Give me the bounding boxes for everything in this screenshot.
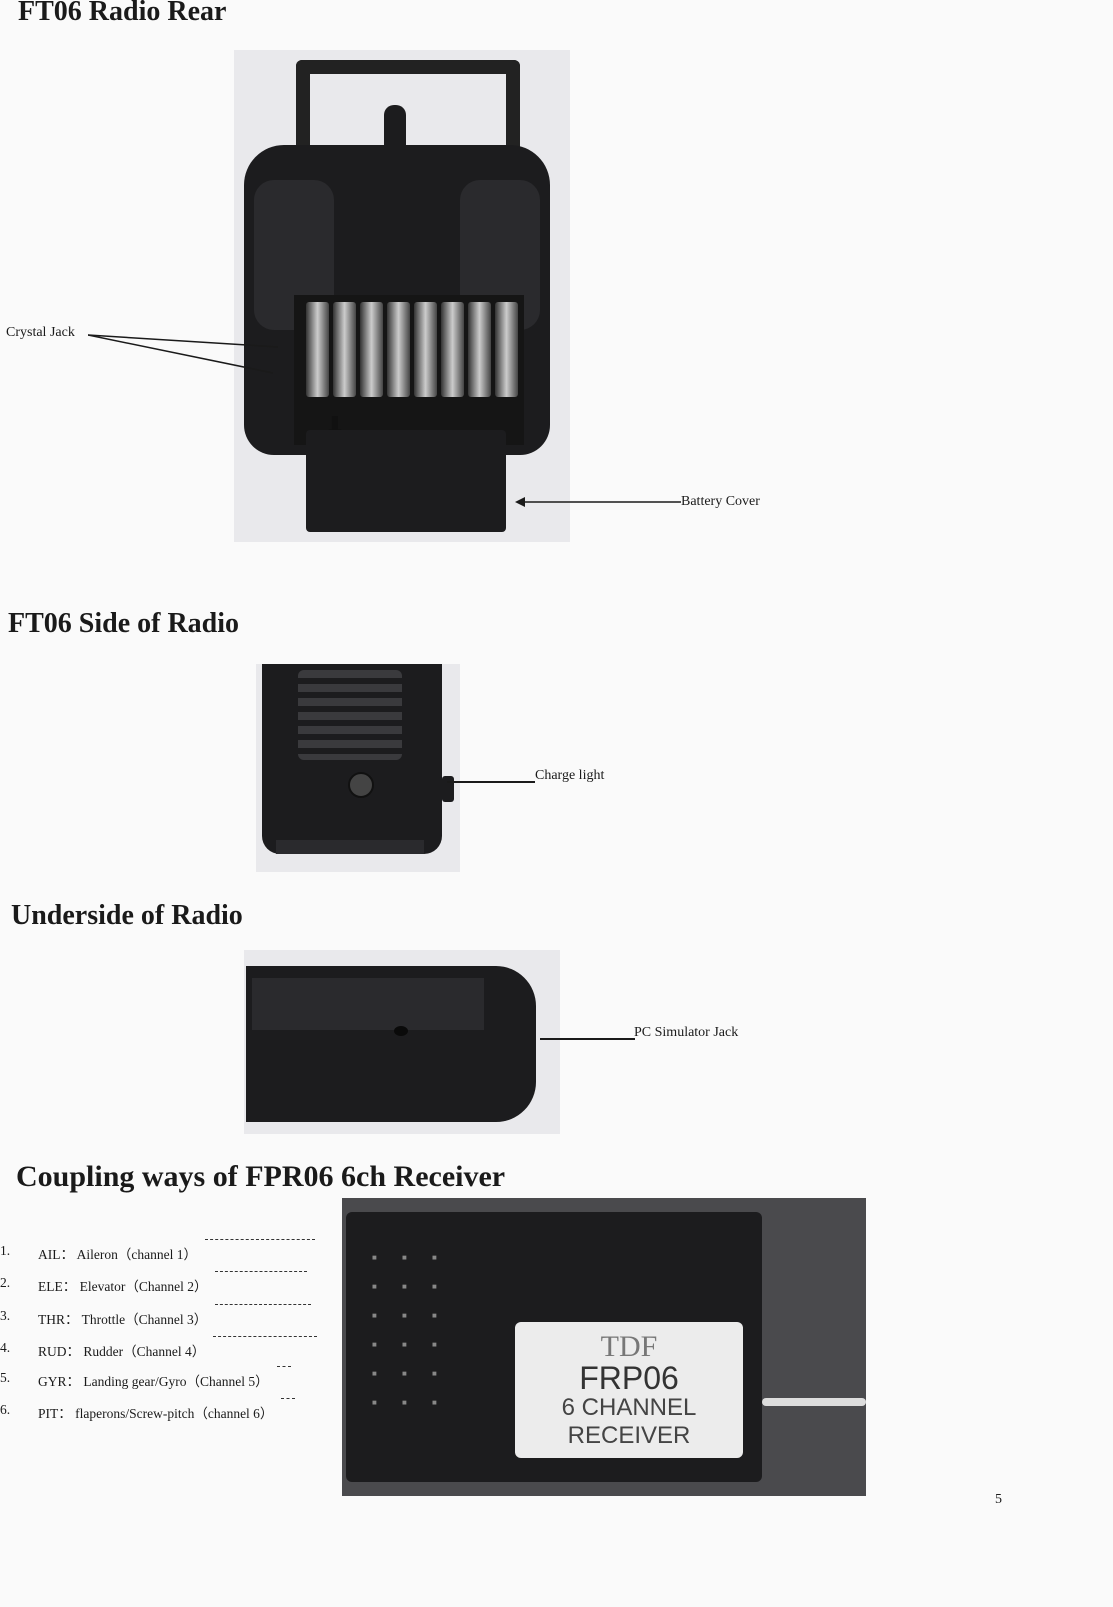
underside-title: Underside of Radio	[11, 900, 243, 931]
side-title: FT06 Side of Radio	[8, 608, 240, 639]
receiver-line2: RECEIVER	[567, 1422, 691, 1449]
channel-item-4: 4. RUD： Rudder（Channel 4）	[0, 1336, 318, 1360]
coupling-title: Coupling ways of FPR06 6ch Receiver	[16, 1160, 506, 1193]
charge-light-dot	[348, 772, 374, 798]
receiver-model: FRP06	[579, 1360, 679, 1396]
channel-item-3: 3. THR： Throttle（Channel 3）	[0, 1304, 312, 1328]
receiver-brand: TDF	[600, 1330, 658, 1363]
crystal-jack-label: Crystal Jack	[6, 325, 75, 340]
pc-simulator-jack-dot	[394, 1026, 408, 1036]
channel-item-6: 6. PIT： flaperons/Screw-pitch（channel 6）	[0, 1398, 296, 1422]
receiver-line1: 6 CHANNEL	[561, 1394, 697, 1421]
pc-simulator-leader-line	[540, 1038, 635, 1040]
radio-rear-photo: ⬇	[234, 50, 570, 542]
page-number: 5	[995, 1492, 1002, 1507]
charge-light-leader-line	[447, 781, 535, 783]
battery-cover-label: Battery Cover	[681, 494, 760, 509]
rear-title: FT06 Radio Rear	[18, 0, 227, 27]
radio-side-photo	[256, 664, 460, 872]
pc-simulator-jack-label: PC Simulator Jack	[634, 1025, 739, 1040]
receiver-photo: ■■■ ■■■ ■■■ ■■■ ■■■ ■■■ TDF FRP06 6 CHAN…	[342, 1198, 866, 1496]
channel-item-5: 5. GYR： Landing gear/Gyro（Channel 5）	[0, 1366, 291, 1390]
radio-underside-photo	[244, 950, 560, 1134]
battery-cover-leader-line	[515, 497, 681, 507]
charge-light-label: Charge light	[535, 768, 605, 783]
crystal-jack-leader-lines	[88, 334, 279, 374]
battery-cover-part	[306, 430, 506, 532]
channel-item-2: 2. ELE： Elevator（Channel 2）	[0, 1271, 308, 1295]
channel-item-1: 1. AIL： Aileron（channel 1）	[0, 1239, 315, 1263]
receiver-sticker: TDF FRP06 6 CHANNEL RECEIVER	[515, 1322, 743, 1458]
